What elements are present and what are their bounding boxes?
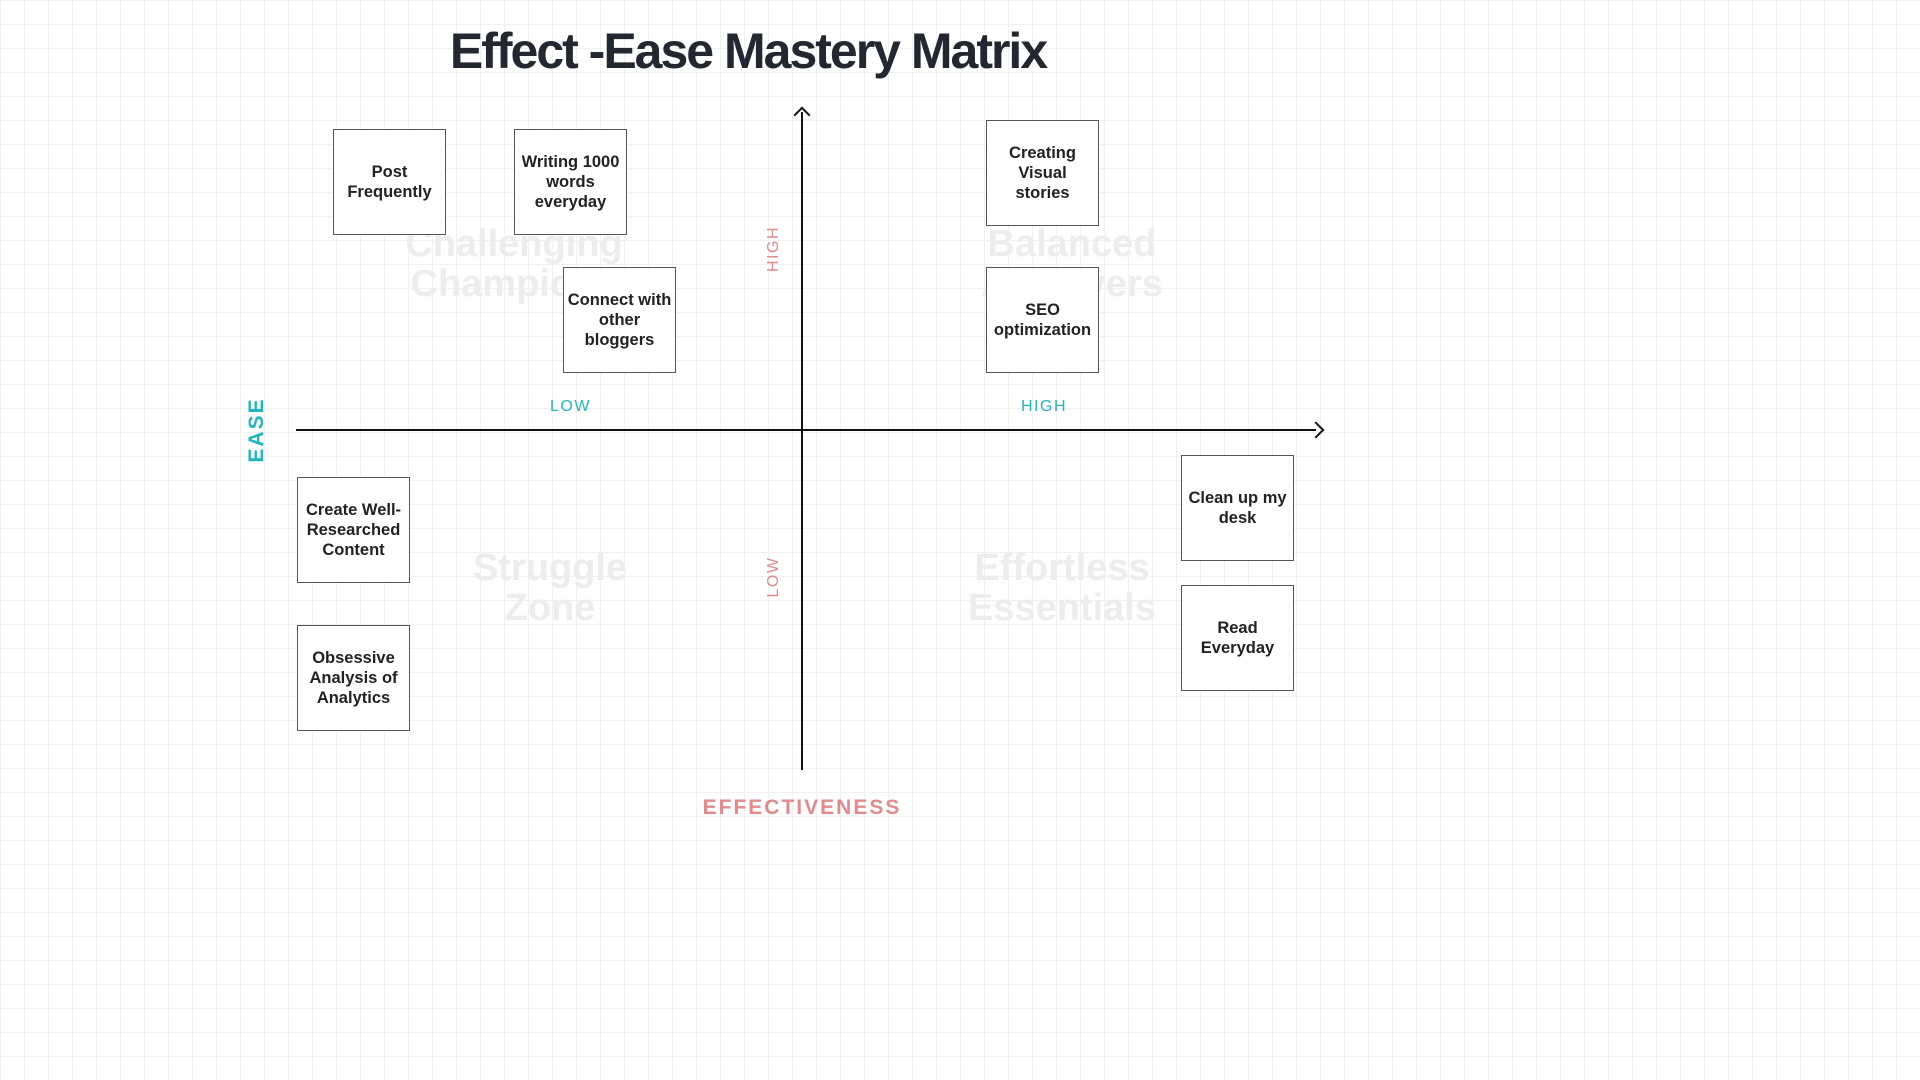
ease-axis-title: EASE xyxy=(245,397,268,463)
horizontal-axis-arrow-icon xyxy=(1307,421,1325,439)
effectiveness-axis-title: EFFECTIVENESS xyxy=(702,796,902,819)
task-card-read-everyday[interactable]: Read Everyday xyxy=(1181,585,1294,691)
quadrant-label-bottom-right: Effortless Essentials xyxy=(968,547,1156,629)
task-card-analytics-analysis[interactable]: Obsessive Analysis of Analytics xyxy=(297,625,410,731)
y-axis-high-label: HIGH xyxy=(765,226,782,272)
vertical-axis-arrow-icon xyxy=(793,106,811,124)
y-axis-low-label: LOW xyxy=(765,556,782,598)
task-card-writing-1000-words[interactable]: Writing 1000 words everyday xyxy=(514,129,627,235)
task-card-seo-optimization[interactable]: SEO optimization xyxy=(986,267,1099,373)
x-axis-low-label: LOW xyxy=(550,398,591,415)
task-card-connect-bloggers[interactable]: Connect with other bloggers xyxy=(563,267,676,373)
vertical-axis xyxy=(801,112,803,770)
quadrant-label-bottom-left: Struggle Zone xyxy=(472,547,628,629)
x-axis-high-label: HIGH xyxy=(1021,398,1067,415)
task-card-post-frequently[interactable]: Post Frequently xyxy=(333,129,446,235)
page-title: Effect -Ease Mastery Matrix xyxy=(449,23,1048,79)
task-card-well-researched-content[interactable]: Create Well-Researched Content xyxy=(297,477,410,583)
task-card-clean-desk[interactable]: Clean up my desk xyxy=(1181,455,1294,561)
task-card-visual-stories[interactable]: Creating Visual stories xyxy=(986,120,1099,226)
horizontal-axis xyxy=(296,429,1316,431)
